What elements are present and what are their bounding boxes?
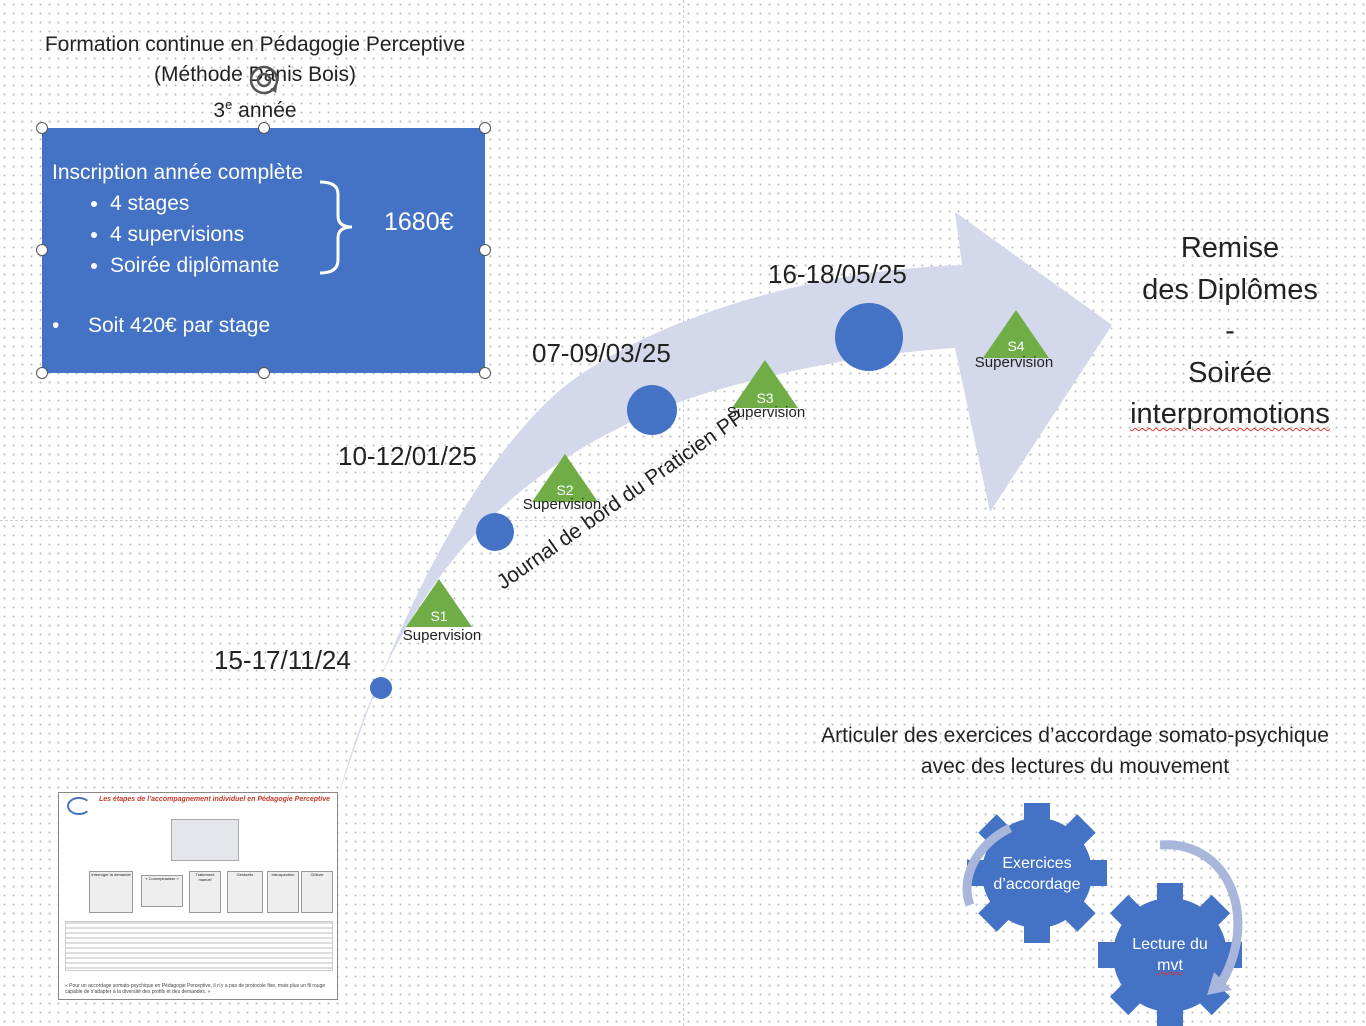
header-title: Formation continue en Pédagogie Percepti… [10,30,500,126]
thumb-logo-icon [67,797,91,815]
price-per-stage: •Soit 420€ par stage [52,314,271,337]
vertical-guide-line [683,0,684,1026]
pricing-box[interactable]: Inscription année complète 4 stages 4 su… [42,128,485,373]
year-superscript: e [225,97,233,112]
supervision-label: Supervision [727,404,805,421]
milestone-circle[interactable] [370,677,392,699]
date-label: 15-17/11/24 [214,645,351,675]
year-number: 3 [213,99,226,122]
thumb-box: Interroger la demande [89,871,133,913]
milestone-circle[interactable] [835,303,903,371]
curved-arrow[interactable] [338,212,1112,798]
header-line-3: 3e année [10,90,500,126]
thumb-box: Introspection [267,871,299,913]
supervision-triangle[interactable] [406,579,472,627]
resize-handle[interactable] [258,367,270,379]
supervision-triangle[interactable] [983,310,1049,358]
interpromotions-word: interpromotions [1130,398,1330,430]
milestone-circle[interactable] [627,385,677,435]
remise-line: Remise [1180,232,1280,264]
diploma-ceremony-text: Remise des Diplômes - Soirée interpromot… [1110,228,1350,436]
resize-handle[interactable] [479,122,491,134]
articuler-line: avec des lectures du mouvement [920,755,1230,778]
thumb-footer: « Pour un accordage somato-psychique en … [65,983,326,995]
supervision-code: S2 [556,482,573,498]
year-label: année [232,99,297,122]
resize-handle[interactable] [479,244,491,256]
gear-2-line-2: mvt [1157,957,1183,974]
pricing-item: 4 supervisions [110,219,279,250]
supervision-label: Supervision [975,354,1053,371]
gear-1-label: Exercices d’accordage [0,0,11,1]
pricing-title: Inscription année complète [52,161,303,184]
date-label: 10-12/01/25 [338,441,477,471]
articuler-text: Articuler des exercices d’accordage soma… [790,720,1360,782]
remise-line: des Diplômes [1142,273,1318,306]
resize-handle[interactable] [258,122,270,134]
supervision-code: S4 [1007,338,1024,354]
price-per-stage-text: Soit 420€ par stage [88,314,271,337]
resize-handle[interactable] [36,244,48,256]
remise-line: interpromotions [1110,394,1350,436]
remise-line: Soirée [1188,356,1272,389]
supervision-label: Supervision [523,496,601,513]
header-line-2: (Méthode Danis Bois) [154,63,356,86]
thumb-box: Clôture [301,871,333,913]
rotate-handle-icon[interactable] [246,62,282,98]
articuler-line: Articuler des exercices d’accordage soma… [821,724,1329,747]
resize-handle[interactable] [479,367,491,379]
resize-handle[interactable] [36,367,48,379]
resize-handle[interactable] [36,122,48,134]
document-thumbnail[interactable]: Les étapes de l’accompagnement individue… [58,792,338,1000]
gear-2-line-1: Lecture du [1132,936,1208,953]
supervision-code: S3 [756,390,773,406]
gear-exercices-icon[interactable] [967,803,1107,943]
gear-2-label: Lecture du mvt [1113,934,1227,976]
arrowhead-icon [1207,972,1232,995]
date-label: 16-18/05/25 [768,259,907,289]
cycle-arrow-icon [962,823,1013,907]
total-price: 1680€ [384,208,454,236]
gear-lecture-icon[interactable] [1098,883,1242,1026]
curly-brace [319,180,353,275]
header-line-1: Formation continue en Pédagogie Percepti… [44,33,466,56]
thumb-box: Gestuelle [227,871,263,913]
remise-line: - [1225,315,1235,347]
pricing-list: 4 stages 4 supervisions Soirée diplômant… [86,188,279,281]
thumb-title: Les étapes de l’accompagnement individue… [99,796,331,803]
supervision-code: S1 [430,608,447,624]
date-label: 07-09/03/25 [532,338,671,368]
horizontal-guide-line [0,520,1366,521]
thumb-box: « Conceptualiser » [141,875,183,907]
pricing-item: 4 stages [110,188,279,219]
gear-1-label: Exercices d’accordage [993,855,1081,893]
pricing-item: Soirée diplômante [110,250,279,281]
thumb-box: Traitement manuel [189,871,221,913]
milestone-circle[interactable] [476,513,514,551]
supervision-label: Supervision [403,627,481,644]
thumb-photo-strip [171,819,239,861]
supervision-triangle[interactable] [532,454,598,502]
thumb-detail-area [65,921,333,971]
cycle-arrow-icon [1159,840,1243,988]
supervision-triangle[interactable] [732,360,798,408]
